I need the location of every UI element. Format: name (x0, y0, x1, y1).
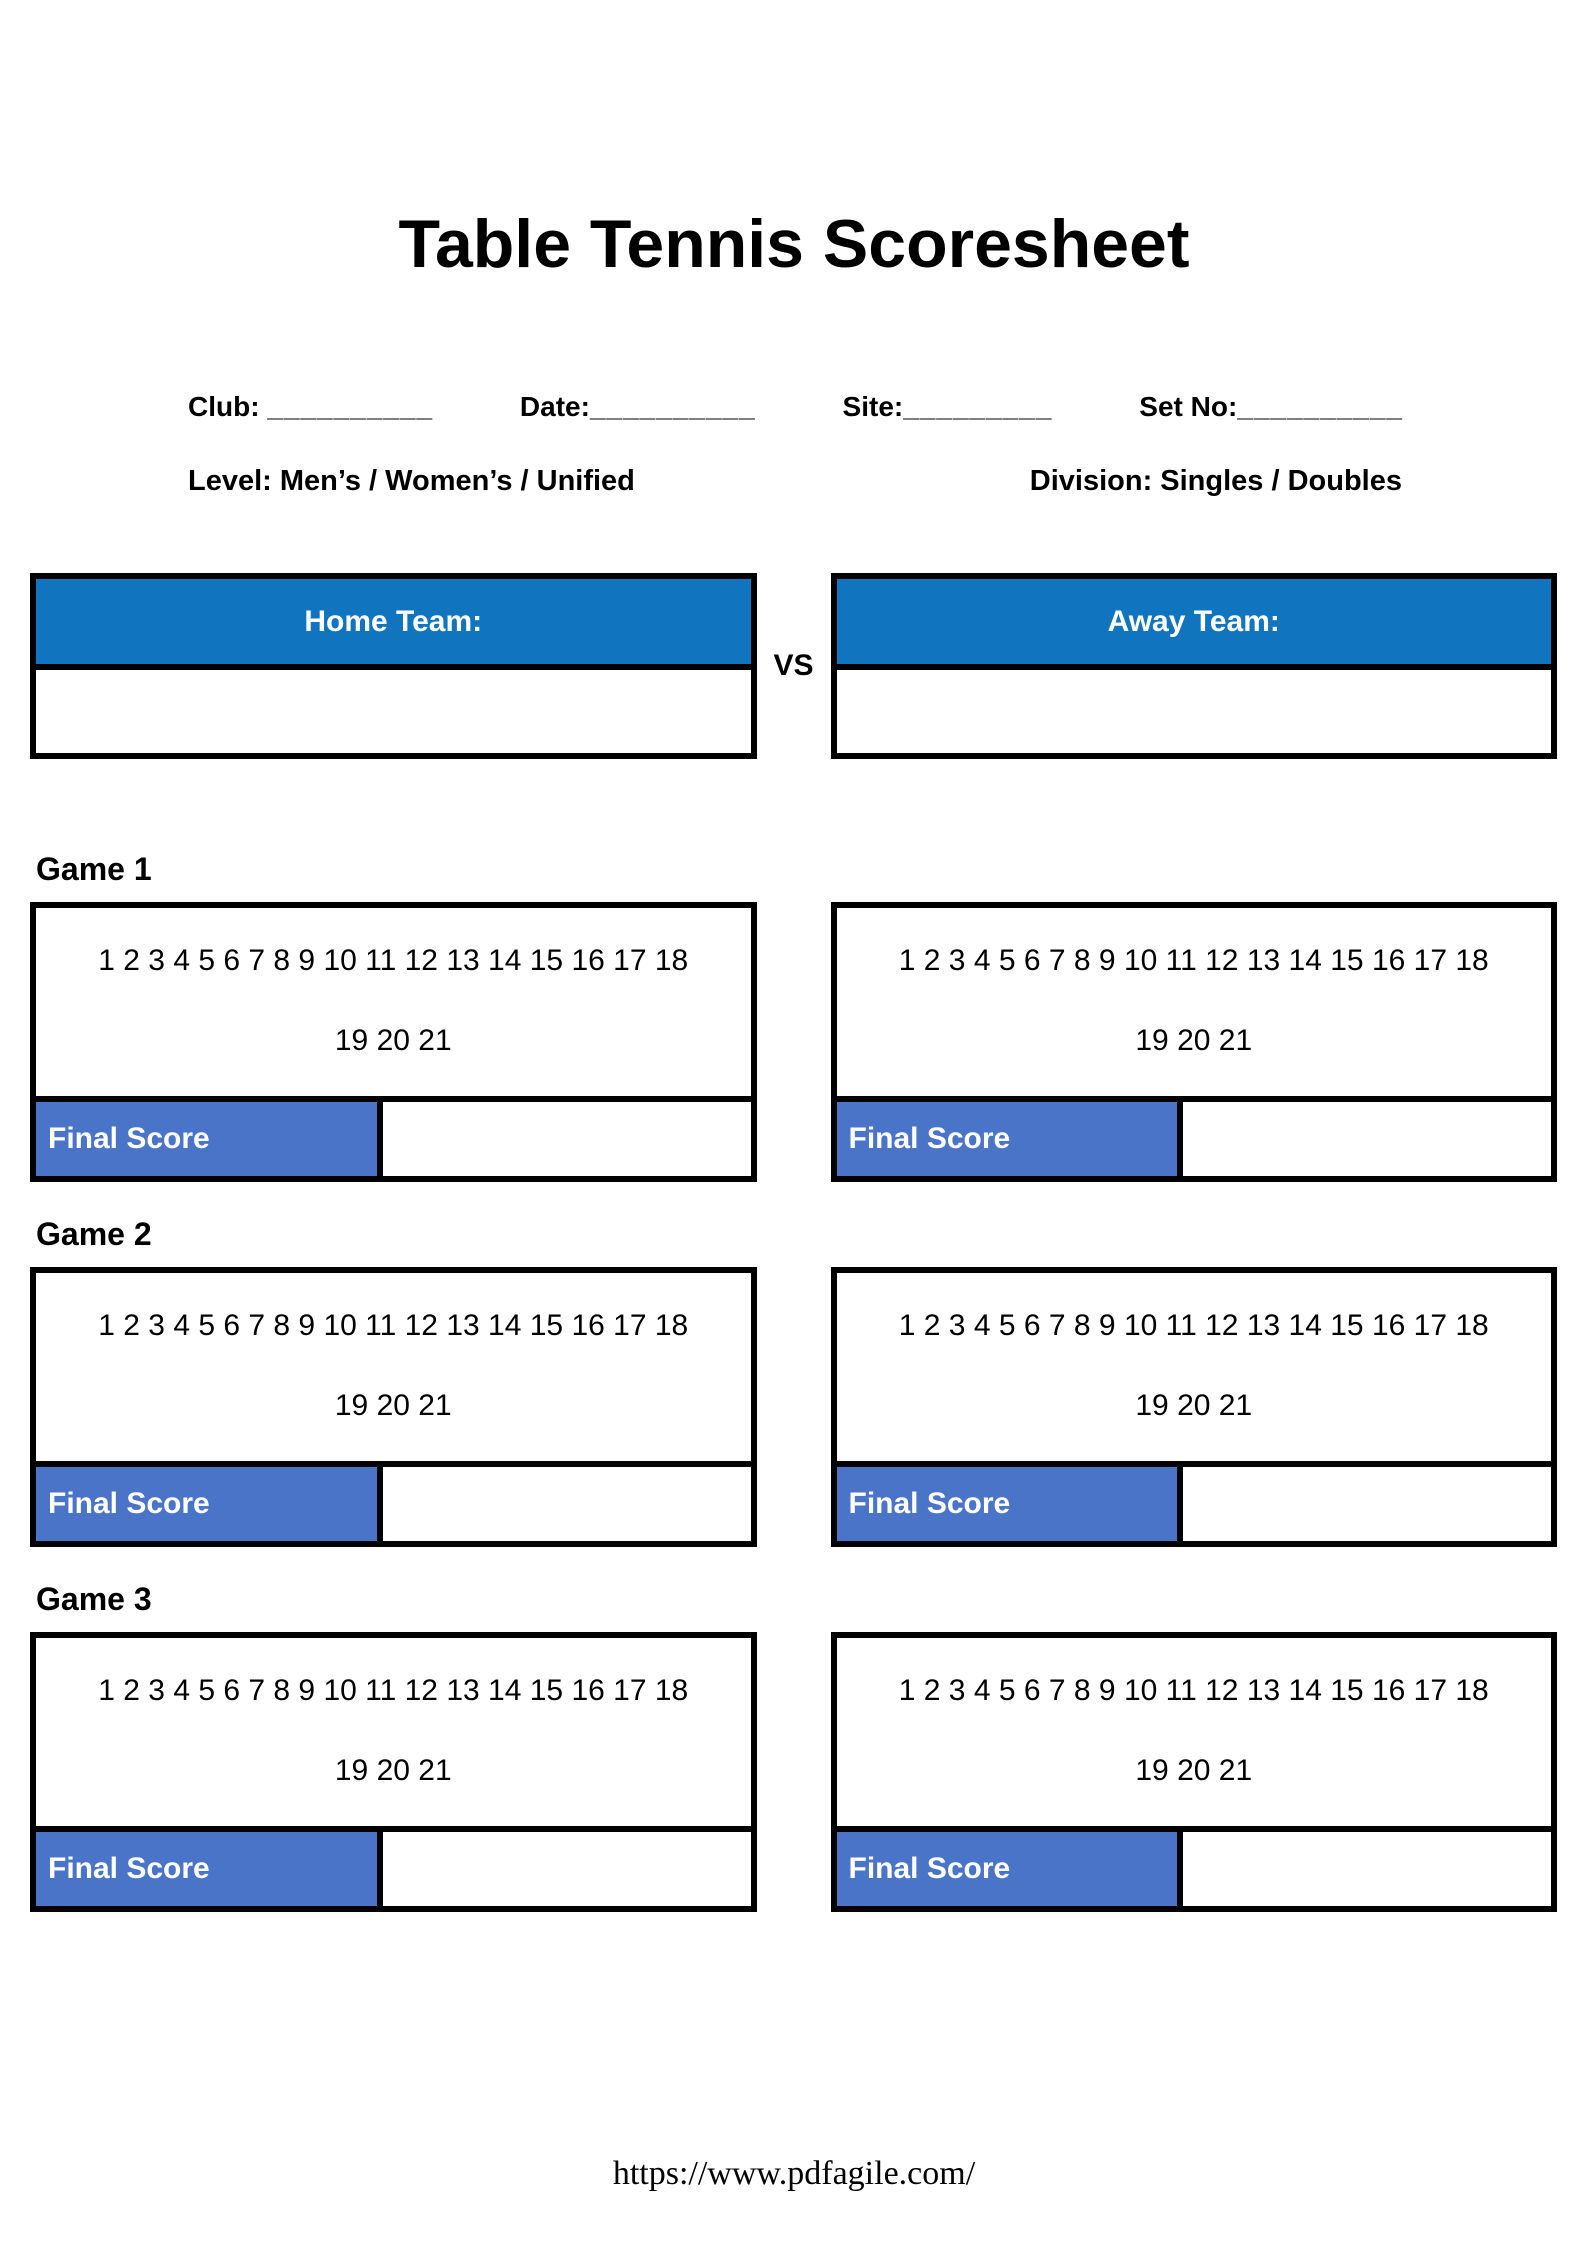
final-score-label: Final Score (36, 1466, 383, 1541)
points-row-2: 19 20 21 (334, 1753, 452, 1787)
game-3-row: 1 2 3 4 5 6 7 8 9 10 11 12 13 14 15 16 1… (30, 1631, 1557, 1912)
points-row-1: 1 2 3 4 5 6 7 8 9 10 11 12 13 14 15 16 1… (98, 1308, 689, 1342)
points-row-1: 1 2 3 4 5 6 7 8 9 10 11 12 13 14 15 16 1… (98, 943, 689, 977)
game-3-home-score-box: 1 2 3 4 5 6 7 8 9 10 11 12 13 14 15 16 1… (30, 1631, 757, 1912)
division-options-label: Division: Singles / Doubles (1029, 465, 1402, 498)
home-team-name-cell[interactable] (36, 670, 751, 754)
page-title: Table Tennis Scoresheet (398, 206, 1190, 282)
game-2-away-final-score-cell[interactable] (1183, 1466, 1551, 1541)
final-score-label: Final Score (36, 1831, 383, 1906)
points-row-1: 1 2 3 4 5 6 7 8 9 10 11 12 13 14 15 16 1… (898, 1308, 1489, 1342)
home-team-header: Home Team: (36, 579, 751, 671)
set-no-field: Set No:__________ (1139, 391, 1403, 423)
vs-label: VS (773, 649, 814, 683)
away-team-header: Away Team: (836, 579, 1551, 671)
away-team-name-cell[interactable] (836, 670, 1551, 754)
club-field: Club: __________ (188, 391, 433, 423)
game-3-away-final-score-cell[interactable] (1183, 1831, 1551, 1906)
game-2-home-final-score-cell[interactable] (382, 1466, 751, 1541)
points-row-1: 1 2 3 4 5 6 7 8 9 10 11 12 13 14 15 16 1… (898, 943, 1489, 977)
points-row-1: 1 2 3 4 5 6 7 8 9 10 11 12 13 14 15 16 1… (98, 1673, 689, 1707)
game-3-home-final-score-cell[interactable] (382, 1831, 751, 1906)
meta-options-row: Level: Men’s / Women’s / Unified Divisio… (188, 465, 1402, 498)
set-no-blank[interactable]: __________ (1237, 391, 1403, 423)
club-blank[interactable]: __________ (267, 391, 434, 423)
points-row-1: 1 2 3 4 5 6 7 8 9 10 11 12 13 14 15 16 1… (898, 1673, 1489, 1707)
final-score-row: Final Score (36, 1095, 751, 1176)
game-2-away-score-box: 1 2 3 4 5 6 7 8 9 10 11 12 13 14 15 16 1… (830, 1266, 1557, 1547)
game-3-label: Game 3 (36, 1580, 152, 1617)
game-2-row: 1 2 3 4 5 6 7 8 9 10 11 12 13 14 15 16 1… (30, 1266, 1557, 1547)
game-1-home-score-box: 1 2 3 4 5 6 7 8 9 10 11 12 13 14 15 16 1… (30, 901, 757, 1182)
club-label: Club: (188, 391, 268, 423)
points-row-2: 19 20 21 (334, 1388, 452, 1422)
final-score-row: Final Score (836, 1460, 1551, 1541)
game-1-away-final-score-cell[interactable] (1183, 1101, 1551, 1176)
final-score-row: Final Score (836, 1825, 1551, 1906)
final-score-label: Final Score (836, 1466, 1184, 1541)
site-field: Site:_________ (843, 391, 1053, 423)
date-field: Date:__________ (520, 391, 756, 423)
date-blank[interactable]: __________ (589, 391, 756, 423)
away-team-table: Away Team: (830, 573, 1557, 760)
game-1-row: 1 2 3 4 5 6 7 8 9 10 11 12 13 14 15 16 1… (30, 901, 1557, 1182)
points-row-2: 19 20 21 (1135, 1753, 1253, 1787)
date-label: Date: (519, 391, 590, 423)
level-options-label: Level: Men’s / Women’s / Unified (188, 465, 635, 498)
final-score-row: Final Score (36, 1825, 751, 1906)
final-score-row: Final Score (36, 1460, 751, 1541)
home-team-table: Home Team: (30, 573, 757, 760)
final-score-label: Final Score (36, 1101, 383, 1176)
game-1-home-final-score-cell[interactable] (382, 1101, 751, 1176)
site-label: Site: (842, 391, 904, 423)
site-blank[interactable]: _________ (903, 391, 1053, 423)
teams-row: Home Team: VS Away Team: (30, 573, 1557, 760)
points-row-2: 19 20 21 (1135, 1023, 1253, 1057)
points-row-2: 19 20 21 (334, 1023, 452, 1057)
game-1-label: Game 1 (36, 851, 152, 888)
game-2-home-score-box: 1 2 3 4 5 6 7 8 9 10 11 12 13 14 15 16 1… (30, 1266, 757, 1547)
footer-url: https://www.pdfagile.com/ (612, 2154, 976, 2192)
set-no-label: Set No: (1139, 391, 1238, 423)
final-score-label: Final Score (836, 1831, 1184, 1906)
final-score-label: Final Score (836, 1101, 1184, 1176)
game-2-label: Game 2 (36, 1215, 152, 1252)
game-1-away-score-box: 1 2 3 4 5 6 7 8 9 10 11 12 13 14 15 16 1… (830, 901, 1557, 1182)
points-row-2: 19 20 21 (1135, 1388, 1253, 1422)
game-3-away-score-box: 1 2 3 4 5 6 7 8 9 10 11 12 13 14 15 16 1… (830, 1631, 1557, 1912)
meta-fields-row: Club: __________ Date:__________ Site:__… (188, 391, 1403, 423)
final-score-row: Final Score (836, 1095, 1551, 1176)
